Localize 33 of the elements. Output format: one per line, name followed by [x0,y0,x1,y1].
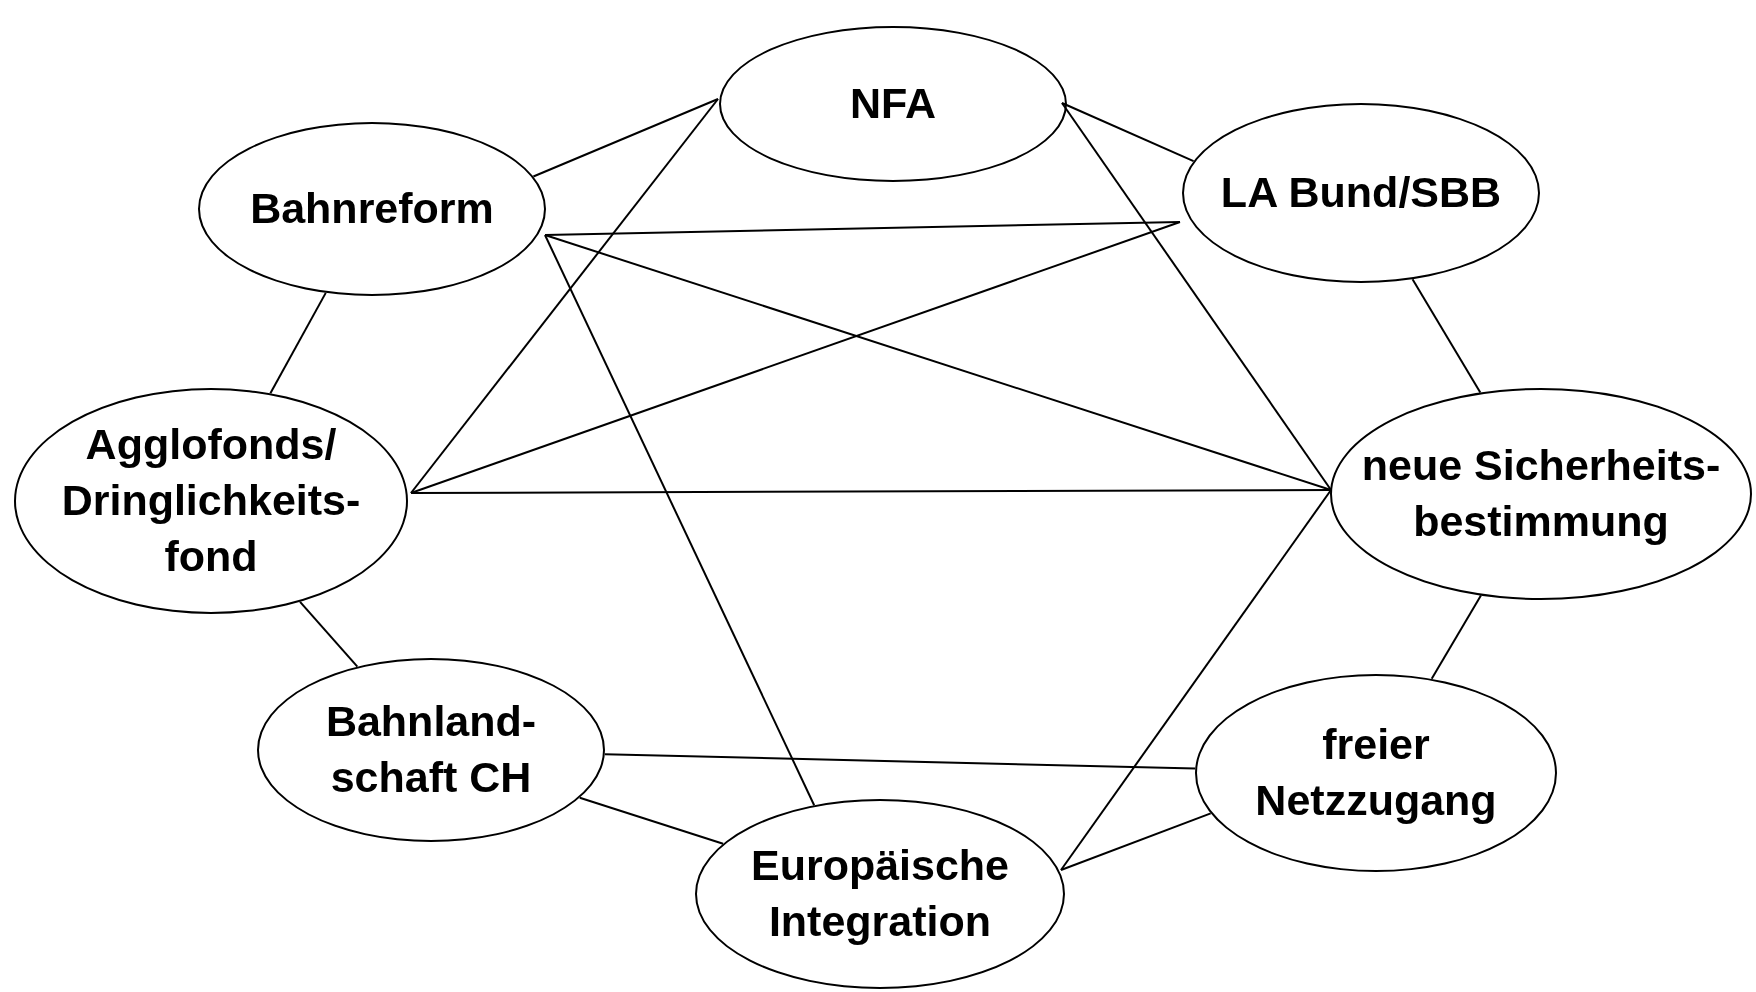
connector-line [578,796,725,845]
ellipse-node [1195,674,1557,872]
connector-line [544,234,816,807]
node-label: Agglofonds/ Dringlichkeits- fond [60,419,362,582]
node-label: Bahnreform [249,183,495,235]
connector-line [1061,102,1195,163]
connector-line [410,98,719,494]
connector-line [410,221,1181,494]
ellipse-node [14,388,408,614]
connector-line [1061,102,1332,491]
connector-line [1060,812,1212,871]
connector-line [603,753,1197,770]
node-label: freier Netzzugang [1254,719,1498,826]
connector-line [1430,594,1482,680]
node-label: neue Sicherheits- bestimmung [1360,440,1722,547]
ellipse-node [719,26,1067,182]
node-label: LA Bund/SBB [1219,167,1503,219]
connector-line [269,291,327,395]
ellipse-node [1182,103,1540,283]
connector-line [544,221,1181,236]
node-label: Bahnland- schaft CH [324,696,538,803]
node-label: Europäische Integration [749,840,1011,947]
ellipse-node [257,658,605,842]
connector-line [532,98,719,178]
ellipse-node [198,122,546,296]
connector-line [1411,278,1482,394]
connector-line [544,234,1332,491]
connector-line [299,600,359,668]
ellipse-node [1330,388,1752,600]
connector-line [410,489,1332,494]
node-label: NFA [849,78,937,130]
connector-line [1060,489,1332,871]
ellipse-node [695,799,1065,989]
